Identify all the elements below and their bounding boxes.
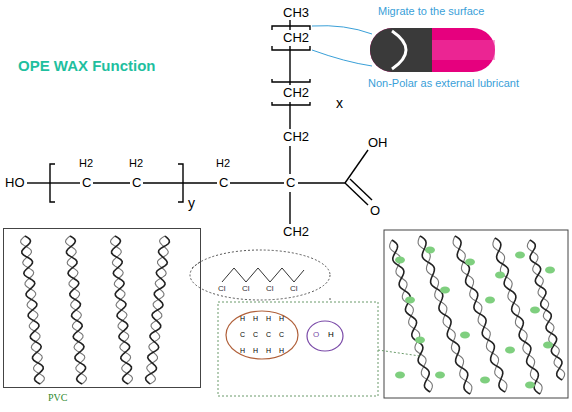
atom: H [253, 315, 258, 322]
atom: O [313, 331, 319, 339]
atom: H [240, 347, 245, 354]
box-heading: PVC [48, 393, 67, 403]
callout-text: Non-Polar as external lubricant [368, 78, 519, 89]
atom: H [328, 331, 334, 339]
atom: H [279, 347, 284, 354]
atom: C [132, 176, 141, 189]
wax-dot [460, 332, 470, 339]
wax-dot [480, 377, 490, 384]
atom: C [240, 331, 245, 338]
chain-strand [66, 236, 87, 384]
pvc-box: PVC [3, 228, 201, 388]
atom: C [286, 176, 295, 189]
atom-group: OH [368, 136, 388, 149]
pvc-zoom-ellipse [190, 250, 330, 300]
callout-text: Migrate to the surface [378, 6, 484, 17]
title: OPE WAX Function [18, 58, 156, 73]
wax-dot [530, 307, 540, 314]
wax-dot [435, 372, 445, 379]
atom: C [253, 331, 258, 338]
wax-dot [515, 252, 525, 259]
atom-group: H2 [129, 158, 143, 169]
atom: H [266, 347, 271, 354]
atom: Cl [266, 285, 274, 293]
wax-dot [543, 342, 553, 349]
atom: Cl [290, 285, 298, 293]
atom: C [266, 331, 271, 338]
chain-strand [527, 240, 564, 380]
chain-strand [420, 236, 470, 394]
wax-dot [440, 287, 450, 294]
wax-dot [485, 297, 495, 304]
chain-strand [21, 236, 45, 384]
atom: C [219, 176, 228, 189]
wax-zoom-box [218, 302, 378, 396]
chain-strand [453, 236, 507, 392]
atom: H [253, 347, 258, 354]
atom: H [279, 315, 284, 322]
wax-dot [395, 372, 405, 379]
polymer-chains [21, 236, 565, 394]
atom-group: CH2 [283, 86, 309, 99]
atom: Cl [218, 285, 226, 293]
atom-group: HO [5, 176, 25, 189]
structure-bonds [27, 20, 372, 224]
chain-strand [112, 236, 132, 384]
atom-group: H2 [216, 158, 230, 169]
wax-dot [545, 267, 555, 274]
atom: H [240, 315, 245, 322]
repeat-index: y [188, 196, 195, 210]
atom: O [370, 204, 380, 217]
wax-dot [415, 337, 425, 344]
chain-strand [530, 240, 562, 380]
atom-group: CH3 [283, 6, 309, 19]
atom: H [266, 315, 271, 322]
surface-callout [312, 26, 495, 72]
atom: Cl [242, 285, 250, 293]
atom: C [82, 176, 91, 189]
repeat-index: x [336, 96, 343, 110]
chain-strand [22, 236, 43, 384]
blend-box [384, 230, 568, 398]
wax-dot [465, 259, 475, 266]
chain-strand [67, 236, 86, 384]
wax-dot [405, 297, 415, 304]
wax-dot [495, 272, 505, 279]
atom: C [279, 331, 284, 338]
wax-dot [505, 347, 515, 354]
atom-group: CH2 [283, 225, 309, 238]
polar-circle [307, 321, 343, 351]
chain-strand [493, 238, 542, 394]
atom-group: H2 [79, 158, 93, 169]
chain-strand [390, 240, 433, 392]
chain-strand [392, 240, 430, 392]
nonpolar-ellipse [226, 311, 298, 359]
chain-strand [111, 236, 133, 384]
atom-group: CH2 [283, 31, 309, 44]
wax-dot [425, 247, 435, 254]
chain-strand [146, 236, 170, 384]
wax-dot [525, 382, 535, 389]
atom-group: CH2 [283, 130, 309, 143]
wax-dot [395, 257, 405, 264]
